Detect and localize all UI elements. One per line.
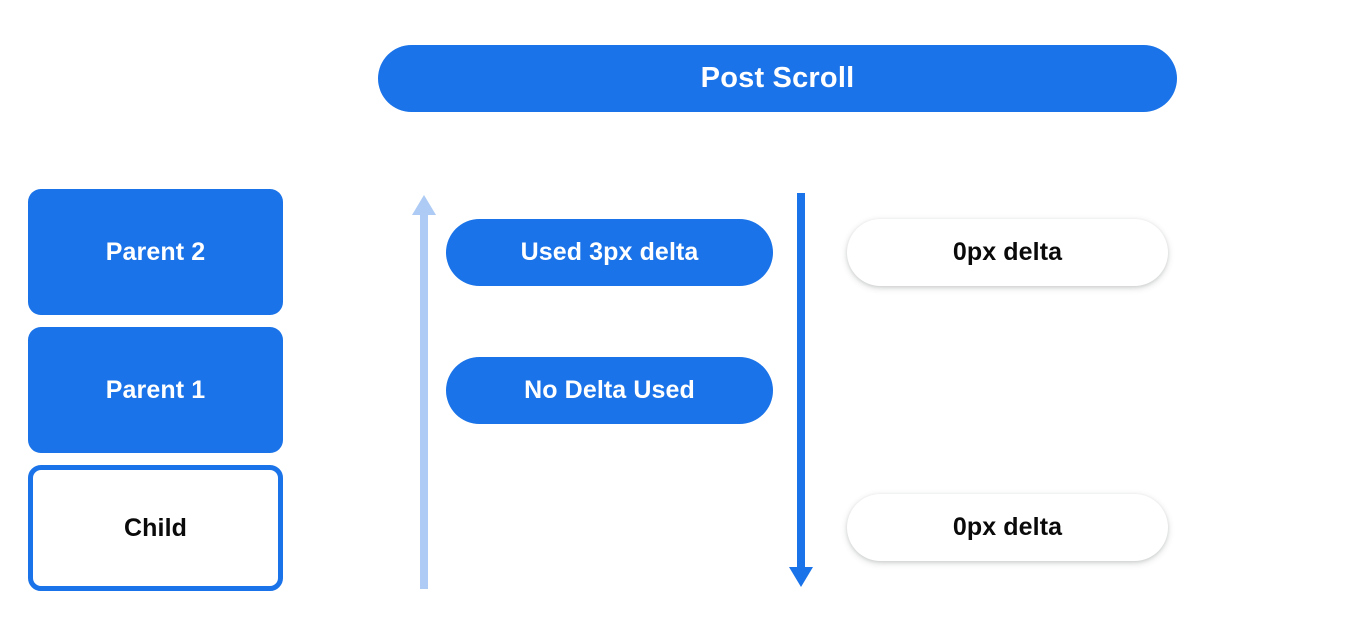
stack-box-child: Child <box>28 465 283 591</box>
pill-label: 0px delta <box>952 513 1063 541</box>
stack-box-label: Parent 1 <box>105 375 206 404</box>
pill-zero-delta-top: 0px delta <box>847 219 1168 286</box>
pill-label: No Delta Used <box>524 376 695 404</box>
up-arrow-icon <box>412 195 436 589</box>
stack-box-parent-1: Parent 1 <box>28 327 283 453</box>
page-title: Post Scroll <box>700 62 855 94</box>
page-title-banner: Post Scroll <box>378 45 1177 112</box>
pill-label: Used 3px delta <box>520 238 699 266</box>
stack-box-label: Child <box>124 513 187 542</box>
pill-used-3px-delta: Used 3px delta <box>446 219 773 286</box>
down-arrow-icon <box>789 193 813 587</box>
pill-zero-delta-bottom: 0px delta <box>847 494 1168 561</box>
pill-label: 0px delta <box>952 238 1063 266</box>
pill-no-delta-used: No Delta Used <box>446 357 773 424</box>
stack-box-parent-2: Parent 2 <box>28 189 283 315</box>
stack-box-label: Parent 2 <box>105 237 206 266</box>
